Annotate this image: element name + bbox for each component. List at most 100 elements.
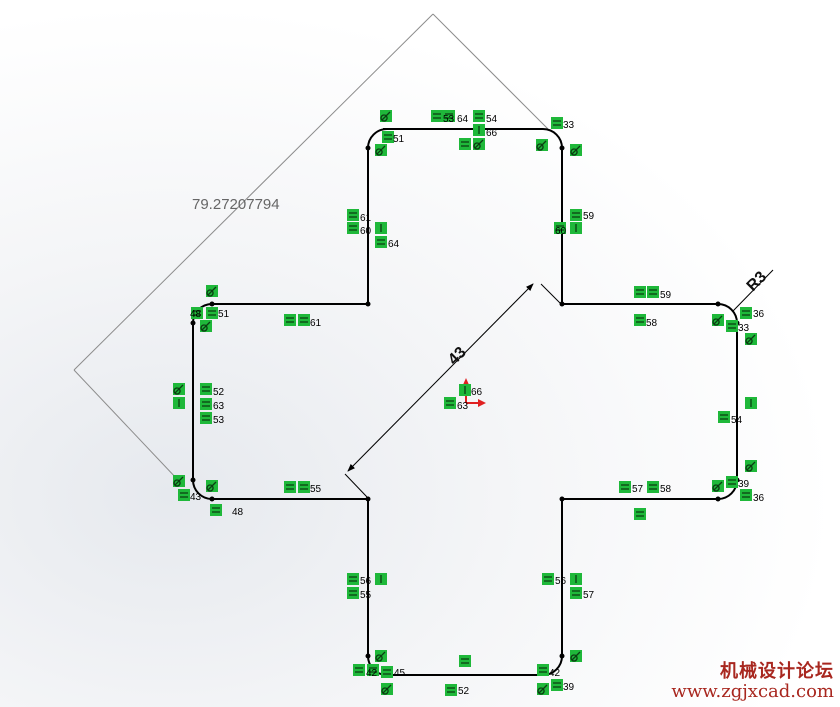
equal-relation-icon[interactable]	[473, 110, 485, 122]
relation-number: 55	[360, 590, 372, 601]
equal-relation-icon[interactable]	[619, 481, 631, 493]
relation-number: 52	[458, 686, 470, 697]
relation-number: 36	[753, 493, 765, 504]
equal-relation-icon[interactable]	[444, 397, 456, 409]
relation-number: 64	[457, 114, 469, 125]
equal-relation-icon[interactable]	[740, 489, 752, 501]
equal-relation-icon[interactable]	[178, 489, 190, 501]
equal-relation-icon[interactable]	[726, 476, 738, 488]
equal-relation-icon[interactable]	[726, 320, 738, 332]
equal-relation-icon[interactable]	[206, 307, 218, 319]
equal-relation-icon[interactable]	[382, 131, 394, 143]
equal-relation-icon[interactable]	[375, 236, 387, 248]
watermark-url: www.zgjxcad.com	[671, 681, 834, 703]
relation-number: 60	[360, 226, 372, 237]
equal-relation-icon[interactable]	[551, 679, 563, 691]
tangent-relation-icon[interactable]	[537, 683, 549, 695]
relation-number: 48	[190, 309, 202, 320]
width-dimension-value[interactable]: 43	[445, 344, 470, 369]
equal-relation-icon[interactable]	[284, 314, 296, 326]
aligned-dimension[interactable]: 79.27207794	[73, 13, 549, 481]
radius-dimension[interactable]: R3	[732, 268, 774, 312]
equal-relation-icon[interactable]	[542, 573, 554, 585]
equal-relation-icon[interactable]	[570, 587, 582, 599]
aligned-dimension-value[interactable]: 79.27207794	[192, 196, 280, 213]
equal-relation-icon[interactable]	[191, 307, 203, 319]
equal-relation-icon[interactable]	[210, 504, 222, 516]
width-dimension[interactable]: 43	[344, 283, 562, 498]
equal-relation-icon[interactable]	[347, 573, 359, 585]
equal-relation-icon[interactable]	[740, 307, 752, 319]
relation-number: 51	[218, 309, 230, 320]
equal-relation-icon[interactable]	[381, 666, 393, 678]
relation-number: 51	[393, 134, 405, 145]
watermark-title: 机械设计论坛	[720, 660, 834, 682]
vertical-relation-icon[interactable]	[745, 397, 757, 409]
tangent-relation-icon[interactable]	[375, 144, 387, 156]
extension-line	[540, 283, 562, 305]
tangent-relation-icon[interactable]	[206, 285, 218, 297]
vertical-relation-icon[interactable]	[173, 397, 185, 409]
equal-relation-icon[interactable]	[298, 314, 310, 326]
equal-relation-icon[interactable]	[347, 222, 359, 234]
tangent-relation-icon[interactable]	[536, 139, 548, 151]
tangent-relation-icon[interactable]	[570, 144, 582, 156]
relation-badges	[173, 110, 757, 696]
equal-relation-icon[interactable]	[298, 481, 310, 493]
equal-relation-icon[interactable]	[554, 222, 566, 234]
tangent-relation-icon[interactable]	[745, 460, 757, 472]
equal-relation-icon[interactable]	[445, 684, 457, 696]
tangent-relation-icon[interactable]	[206, 480, 218, 492]
equal-relation-icon[interactable]	[200, 398, 212, 410]
vertical-relation-icon[interactable]	[459, 384, 471, 396]
equal-relation-icon[interactable]	[443, 110, 455, 122]
tangent-relation-icon[interactable]	[473, 138, 485, 150]
equal-relation-icon[interactable]	[459, 138, 471, 150]
sketch-points	[190, 145, 740, 659]
equal-relation-icon[interactable]	[647, 481, 659, 493]
tangent-relation-icon[interactable]	[380, 110, 392, 122]
equal-relation-icon[interactable]	[718, 411, 730, 423]
equal-relation-icon[interactable]	[570, 209, 582, 221]
equal-relation-icon[interactable]	[347, 587, 359, 599]
tangent-relation-icon[interactable]	[712, 480, 724, 492]
equal-relation-icon[interactable]	[647, 286, 659, 298]
equal-relation-icon[interactable]	[200, 383, 212, 395]
vertical-relation-icon[interactable]	[375, 573, 387, 585]
equal-relation-icon[interactable]	[634, 314, 646, 326]
extension-line-bottom	[73, 369, 179, 481]
tangent-relation-icon[interactable]	[712, 314, 724, 326]
equal-relation-icon[interactable]	[634, 508, 646, 520]
tangent-relation-icon[interactable]	[173, 383, 185, 395]
equal-relation-icon[interactable]	[634, 286, 646, 298]
tangent-relation-icon[interactable]	[173, 475, 185, 487]
tangent-relation-icon[interactable]	[570, 650, 582, 662]
relation-number: 61	[310, 318, 322, 329]
equal-relation-icon[interactable]	[353, 664, 365, 676]
relation-number: 59	[583, 211, 595, 222]
radius-dimension-value[interactable]: R3	[744, 268, 771, 295]
equal-relation-icon[interactable]	[200, 412, 212, 424]
equal-relation-icon[interactable]	[459, 655, 471, 667]
relation-number: 60	[555, 226, 567, 237]
tangent-relation-icon[interactable]	[375, 650, 387, 662]
watermark: 机械设计论坛 www.zgjxcad.com	[671, 660, 834, 703]
equal-relation-icon[interactable]	[431, 110, 443, 122]
cross-profile[interactable]	[192, 128, 738, 676]
tangent-relation-icon[interactable]	[745, 333, 757, 345]
equal-relation-icon[interactable]	[367, 664, 379, 676]
vertical-relation-icon[interactable]	[473, 124, 485, 136]
equal-relation-icon[interactable]	[284, 481, 296, 493]
tangent-relation-icon[interactable]	[381, 683, 393, 695]
equal-relation-icon[interactable]	[347, 209, 359, 221]
tangent-relation-icon[interactable]	[200, 320, 212, 332]
vertical-relation-icon[interactable]	[375, 222, 387, 234]
equal-relation-icon[interactable]	[551, 117, 563, 129]
equal-relation-icon[interactable]	[537, 664, 549, 676]
vertical-relation-icon[interactable]	[570, 573, 582, 585]
vertical-relation-icon[interactable]	[570, 222, 582, 234]
relation-number: 66	[471, 387, 483, 398]
